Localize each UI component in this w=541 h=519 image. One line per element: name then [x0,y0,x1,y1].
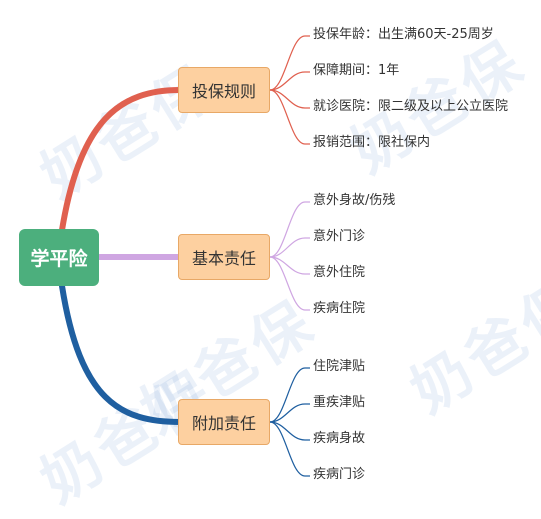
connector-root-branch-3 [59,283,183,425]
leaf-connector-2-2 [269,237,310,258]
leaf-node[interactable]: 报销范围：限社保内 [313,135,431,150]
leaf-node[interactable]: 疾病门诊 [313,467,366,482]
leaf-node[interactable]: 意外门诊 [313,229,366,244]
leaf-node[interactable]: 保障期间：1年 [313,63,400,78]
leaf-node[interactable]: 重疾津贴 [313,395,366,410]
leaf-node[interactable]: 住院津贴 [313,359,366,374]
connector-lines [59,35,310,477]
branch-node-additional[interactable]: 附加责任 [178,399,270,445]
leaf-node[interactable]: 投保年龄：出生满60天-25周岁 [313,27,494,42]
leaf-node[interactable]: 疾病住院 [313,301,366,316]
leaf-node[interactable]: 意外住院 [313,265,366,280]
branch-node-rules[interactable]: 投保规则 [178,67,270,113]
leaf-connector-1-4 [269,89,310,145]
leaf-node[interactable]: 疾病身故 [313,431,366,446]
leaf-connector-1-3 [269,89,310,109]
leaf-connector-1-1 [269,35,310,91]
leaf-node[interactable]: 就诊医院：限二级及以上公立医院 [313,99,509,114]
leaf-connector-2-3 [269,256,310,275]
leaf-node[interactable]: 意外身故/伤残 [313,193,396,208]
leaf-connector-3-2 [269,403,310,423]
root-node[interactable]: 学平险 [19,229,99,286]
leaf-connector-2-1 [269,201,310,258]
leaf-connector-1-2 [269,71,310,91]
branch-node-basic[interactable]: 基本责任 [178,234,270,280]
leaf-connector-3-1 [269,367,310,423]
leaf-connector-3-3 [269,421,310,441]
connector-root-branch-1 [59,87,183,233]
leaf-connector-3-4 [269,421,310,477]
leaf-connector-2-4 [269,256,310,311]
